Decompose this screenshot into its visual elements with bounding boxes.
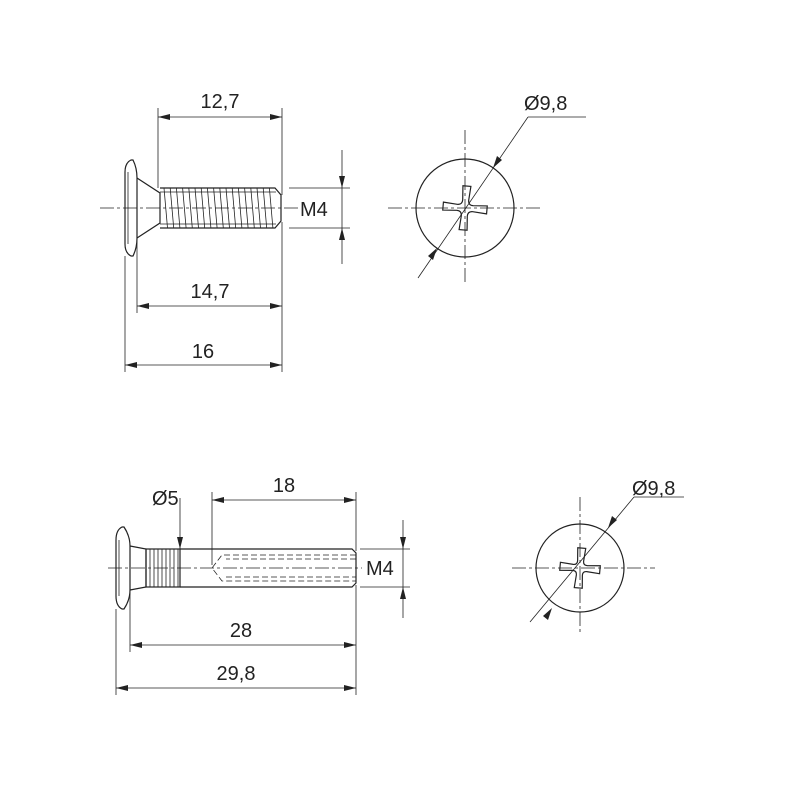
sleeve-head (115, 526, 131, 610)
head-diameter-label: Ø9,8 (524, 93, 567, 115)
phillips-recess-icon (442, 185, 488, 231)
screw-thread-outline (160, 187, 282, 229)
sleeve-thread-m4-label: M4 (366, 558, 394, 580)
screw-head-circle (415, 158, 515, 258)
dim-under-head-label: 14,7 (191, 281, 230, 303)
sleeve-head-view: Ø9,8 (512, 478, 684, 632)
sleeve-head-circle (535, 523, 625, 613)
dim-thread-length-label: 12,7 (201, 91, 240, 113)
sleeve-body (180, 548, 357, 588)
screw-countersink (136, 177, 161, 239)
phillips-recess-small-icon (559, 547, 601, 589)
screw-side-view: 12,7 14,7 16 M4 (100, 91, 350, 372)
sleeve-under-head-label: 28 (230, 620, 252, 642)
screw-head-view: Ø9,8 (388, 93, 586, 285)
sleeve-knurl (145, 548, 181, 588)
screw-head (124, 159, 138, 257)
screw-thread-lines (163, 187, 274, 229)
thread-depth-label: 18 (273, 475, 295, 497)
sleeve-total-label: 29,8 (217, 663, 256, 685)
thread-m4-label: M4 (300, 199, 328, 221)
sleeve-head-diameter-label: Ø9,8 (632, 478, 675, 500)
dim-total-label: 16 (192, 341, 214, 363)
sleeve-side-view: Ø5 18 28 29,8 M4 (108, 475, 410, 695)
knurl-lines (149, 549, 179, 587)
knurl-diameter-label: Ø5 (152, 488, 179, 510)
